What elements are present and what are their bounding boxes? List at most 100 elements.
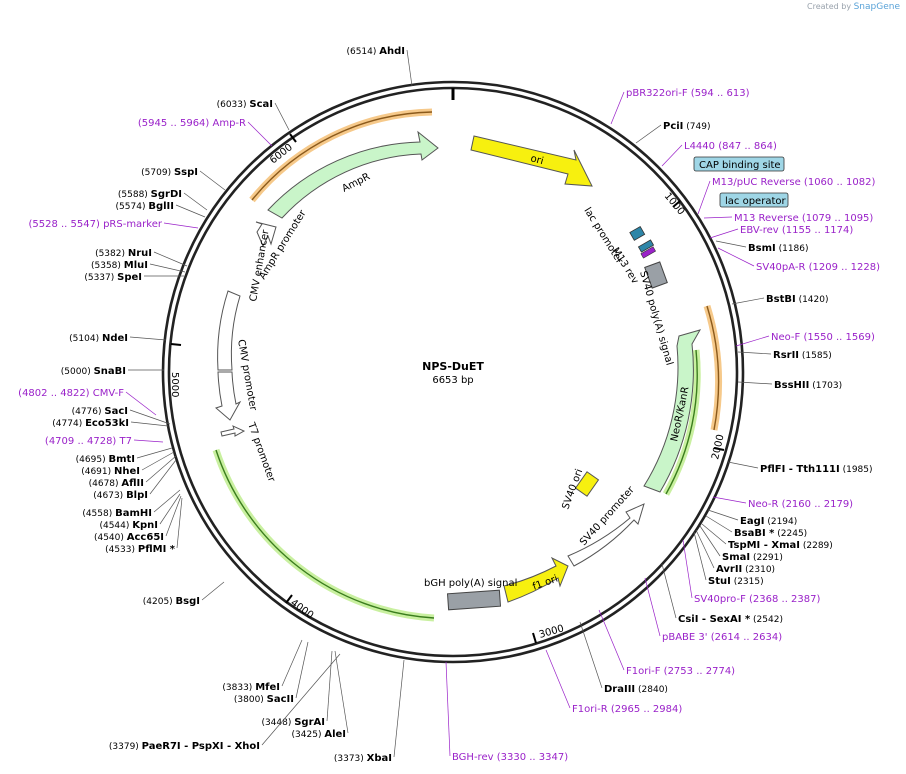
left-label-4: (5588) SgrDI (118, 189, 208, 211)
enzyme-label: BssHII (1703) (774, 380, 842, 391)
enzyme-label: (4544) KpnI (99, 520, 158, 531)
right-label-12: PflFI - Tth111I (1985) (727, 461, 873, 475)
enzyme-label: (6033) ScaI (217, 99, 273, 110)
label-m13-rev: M13 rev (609, 246, 640, 286)
left-label-26: (3800) SacII (234, 641, 309, 705)
enzyme-label: (4695) BmtI (76, 454, 135, 465)
enzyme-label: PciI (749) (663, 121, 710, 132)
enzyme-label: (4205) BsgI (143, 596, 200, 607)
feature-ori (470, 135, 593, 187)
feature-cmv-promoter (215, 371, 242, 421)
left-label-18: (4678) AflII (89, 455, 177, 489)
primer-label: M13 Reverse (1079 .. 1095) (734, 213, 873, 224)
enzyme-label: (5382) NruI (95, 248, 152, 259)
enzyme-label: StuI (2315) (708, 576, 764, 587)
left-label-6: (5528 .. 5547) pRS-marker (28, 219, 199, 230)
right-label-4: M13 Reverse (1079 .. 1095) (703, 213, 873, 224)
right-label-10: RsrII (1585) (737, 350, 832, 361)
right-label-22: pBABE 3' (2614 .. 2634) (644, 577, 782, 643)
right-label-21: CsiI - SexAI * (2542) (661, 563, 783, 625)
left-label-1: (6033) ScaI (217, 99, 290, 131)
left-label-3: (5709) SspI (141, 167, 226, 191)
enzyme-label: (3448) SgrAI (261, 717, 325, 728)
enzyme-label: (4691) NheI (81, 466, 140, 477)
right-label-19: StuI (2315) (693, 531, 764, 587)
enzyme-label: AvrII (2310) (716, 564, 775, 575)
enzyme-label: (3833) MfeI (222, 682, 280, 693)
enzyme-label: (3379) PaeR7I - PspXI - XhoI (109, 741, 260, 752)
left-label-5: (5574) BglII (116, 201, 206, 218)
label-bgh-polya: bGH poly(A) signal (424, 578, 517, 589)
left-label-25: (3833) MfeI (222, 639, 303, 693)
primer-label: F1ori-R (2965 .. 2984) (572, 704, 682, 715)
enzyme-label: (4558) BamHI (82, 508, 152, 519)
enzyme-label: RsrII (1585) (773, 350, 832, 361)
right-label-25: F1ori-R (2965 .. 2984) (545, 649, 682, 715)
feature-lac-operator (637, 239, 655, 253)
snapgene-credit: Created by SnapGene (807, 2, 900, 12)
box-lac-operator: lac operator (719, 192, 789, 208)
left-label-17: (4691) NheI (81, 451, 175, 477)
enzyme-label: (5337) SpeI (84, 272, 142, 283)
enzyme-label: (3425) AleI (292, 729, 346, 740)
left-label-13: (4776) SacI (72, 406, 171, 425)
enzyme-label: (4678) AflII (89, 478, 144, 489)
left-label-22: (4540) Acc65I (94, 495, 182, 543)
enzyme-label: (4673) BlpI (93, 490, 148, 501)
left-label-9: (5337) SpeI (84, 272, 184, 283)
left-label-11: (5000) SnaBI (61, 366, 164, 377)
primer-label: Neo-F (1550 .. 1569) (771, 332, 875, 343)
bottom-green-arc (215, 449, 435, 619)
feature-sv40-polya (644, 261, 668, 289)
amp-arc (251, 111, 433, 201)
enzyme-label: (4540) Acc65I (94, 532, 164, 543)
enzyme-label: (3800) SacII (234, 694, 294, 705)
feature-f1-ori (503, 556, 569, 603)
right-label-17: SmaI (2291) (699, 525, 783, 563)
feature-neor (643, 329, 702, 493)
enzyme-label: (5104) NdeI (69, 333, 128, 344)
enzyme-label: (5588) SgrDI (118, 189, 182, 200)
feature-cap-binding (629, 225, 646, 241)
feature-m13-rev (640, 246, 656, 259)
neo-green-arc (665, 349, 698, 495)
feature-cmv-enhancer (217, 290, 241, 371)
tick-5000: 5000 (169, 343, 182, 397)
tick-label-4000: 4000 (288, 598, 315, 622)
bottom-green-highlight (212, 448, 435, 622)
enzyme-label: SmaI (2291) (722, 552, 783, 563)
label-ori: ori (529, 153, 544, 167)
left-label-2: (5945 .. 5964) Amp-R (138, 118, 273, 147)
right-label-1: PciI (749) (635, 121, 710, 144)
primer-label: SV40pA-R (1209 .. 1228) (756, 262, 880, 273)
right-label-11: BssHII (1703) (737, 380, 842, 391)
right-label-5: EBV-rev (1155 .. 1174) (709, 225, 853, 239)
primer-label: (4709 .. 4728) T7 (45, 436, 132, 447)
left-label-8: (5358) MluI (91, 260, 186, 273)
label-t7-promoter: T7 promoter (245, 420, 277, 484)
enzyme-label: PflFI - Tth111I (1985) (760, 464, 873, 475)
primer-label: pBR322ori-F (594 .. 613) (626, 88, 750, 99)
left-label-0: (6514) AhdI (346, 46, 413, 87)
left-label-21: (4544) KpnI (99, 493, 181, 531)
right-label-15: BsaBI * (2245) (705, 515, 807, 539)
enzyme-label: DraIII (2840) (604, 684, 668, 695)
primer-label: M13/pUC Reverse (1060 .. 1082) (712, 177, 875, 188)
left-label-20: (4558) BamHI (82, 489, 181, 519)
left-label-28: (3425) AleI (292, 650, 349, 740)
left-label-30: (3373) XbaI (334, 659, 405, 764)
enzyme-label: BstBI (1420) (766, 294, 829, 305)
neo-arc (706, 305, 720, 431)
box-cap-binding-site: CAP binding site (693, 156, 785, 172)
left-label-19: (4673) BlpI (93, 459, 177, 501)
enzyme-label: EagI (2194) (740, 516, 797, 527)
label-ampr: AmpR (340, 171, 372, 194)
primer-label: (5528 .. 5547) pRS-marker (28, 219, 162, 230)
right-label-26: BGH-rev (3330 .. 3347) (445, 661, 568, 763)
enzyme-label: (5358) MluI (91, 260, 148, 271)
box-lac-text: lac operator (725, 196, 786, 207)
right-label-8: BstBI (1420) (731, 294, 829, 305)
primer-label: L4440 (847 .. 864) (684, 141, 777, 152)
right-label-23: F1ori-F (2753 .. 2774) (598, 609, 735, 677)
